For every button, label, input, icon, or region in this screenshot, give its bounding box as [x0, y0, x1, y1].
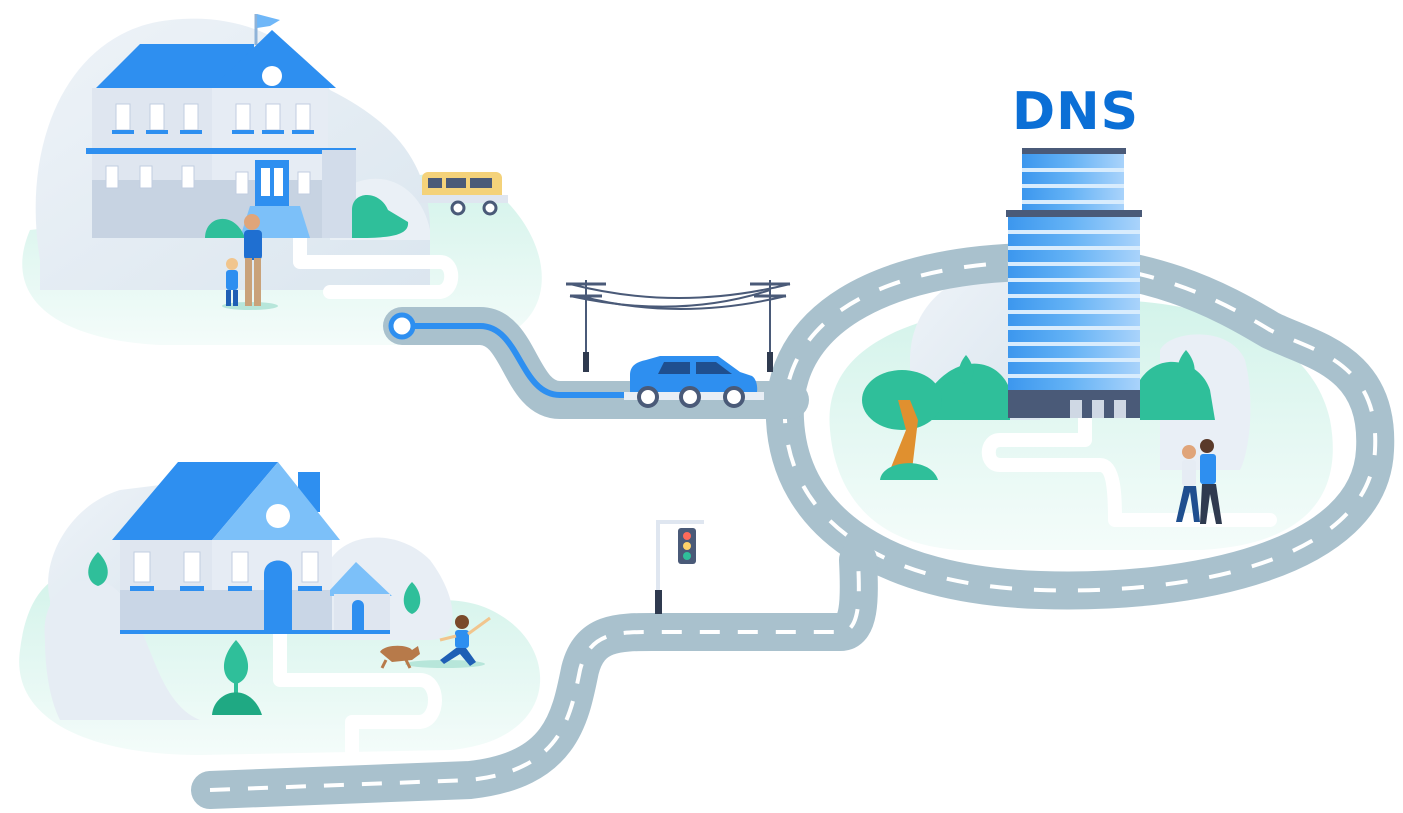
house-icon: [112, 462, 392, 634]
traffic-light-icon: [655, 520, 704, 614]
parent-and-child-figure: [222, 214, 278, 310]
power-lines-icon: [566, 280, 791, 372]
school-building-icon: [86, 14, 409, 238]
car-icon: [624, 356, 764, 408]
child-and-dog-figure: [380, 615, 491, 669]
upper-route-road: [383, 307, 809, 419]
school-bus-icon: [420, 172, 508, 216]
ring-road: [765, 242, 1395, 610]
walkways: [273, 223, 1277, 759]
main-road: [191, 541, 878, 809]
garden-tree-icon: [88, 552, 421, 715]
couple-walking-figure: [1176, 439, 1222, 524]
small-tree-icon: [958, 350, 1195, 384]
dns-server-tower-icon: [1006, 148, 1142, 418]
dns-label: DNS: [1012, 82, 1140, 142]
tree-icon: [862, 370, 942, 480]
